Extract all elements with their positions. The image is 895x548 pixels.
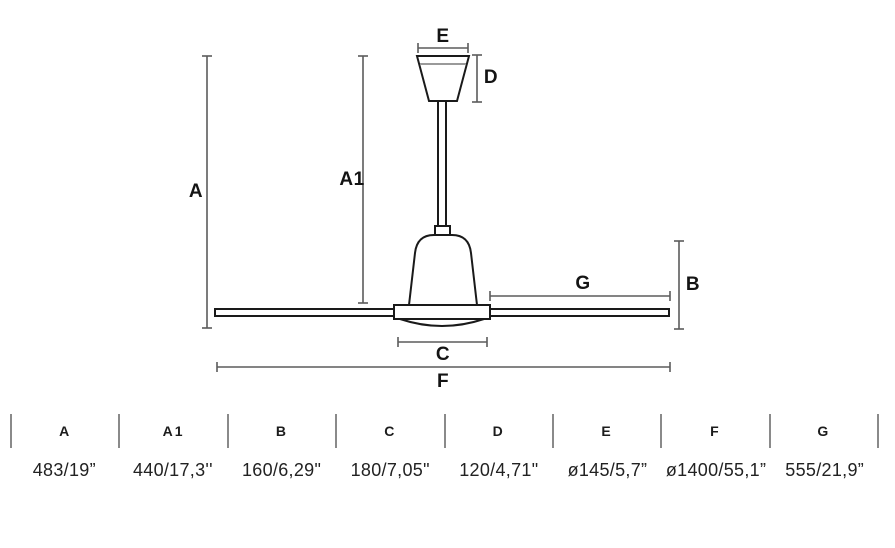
spec-header-a1: A1 (118, 414, 226, 448)
dim-line-a1 (358, 55, 368, 304)
dim-line-b (674, 240, 684, 330)
spec-header-g: G (768, 414, 879, 448)
spec-table-value-row: 483/19” 440/17,3'' 160/6,29" 180/7,05" 1… (10, 456, 879, 484)
fan-body (214, 55, 670, 327)
canopy-shape (415, 55, 471, 102)
dim-label-c: C (435, 344, 451, 365)
left-blade (214, 308, 395, 317)
dim-line-c (397, 337, 488, 347)
fan-line-drawing (202, 43, 684, 372)
spec-value-c: 180/7,05" (350, 459, 430, 480)
dim-label-g: G (575, 273, 591, 294)
spec-table-header-row: A A1 B C D E F G (10, 414, 879, 448)
spec-header-e: E (551, 414, 660, 448)
spec-header-d: D (443, 414, 552, 448)
dim-line-a (202, 55, 212, 329)
dim-label-d: D (483, 67, 499, 88)
dim-label-a1: A1 (339, 169, 365, 190)
down-rod (437, 100, 447, 227)
spec-value-a: 483/19” (32, 459, 96, 480)
spec-value-b: 160/6,29" (241, 459, 322, 480)
spec-header-a: A (10, 414, 118, 448)
dim-label-f: F (436, 371, 450, 392)
dim-line-d (472, 54, 482, 103)
motor-housing (408, 234, 478, 306)
spec-header-b: B (226, 414, 335, 448)
spec-value-d: 120/4,71" (459, 459, 539, 480)
dim-label-e: E (436, 26, 450, 47)
blade-mount-plate (393, 304, 491, 320)
rod-coupling (434, 225, 451, 236)
spec-value-a1: 440/17,3'' (132, 459, 213, 480)
dim-line-f (216, 362, 671, 372)
dim-line-g (489, 291, 671, 301)
spec-value-g: 555/21,9” (785, 459, 865, 480)
dim-label-a: A (188, 181, 204, 202)
dim-label-b: B (685, 274, 701, 295)
bottom-lens-arc (399, 318, 485, 327)
spec-header-f: F (660, 414, 768, 448)
spec-value-f: ø1400/55,1” (665, 459, 767, 480)
dim-line-e (417, 43, 469, 53)
dimension-lines (202, 43, 684, 372)
spec-value-e: ø145/5,7” (567, 459, 648, 480)
spec-header-c: C (335, 414, 443, 448)
right-blade (489, 308, 670, 317)
